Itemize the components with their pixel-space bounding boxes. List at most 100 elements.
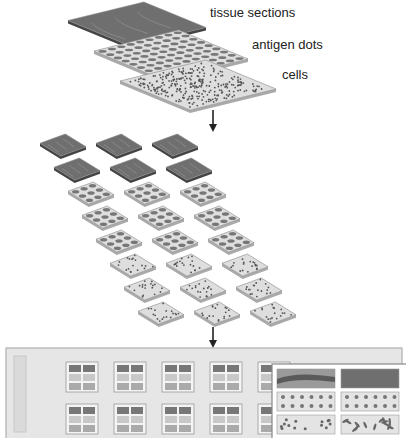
antigen-dot	[103, 208, 110, 211]
antigen-dot	[159, 192, 166, 195]
cell	[166, 74, 168, 76]
antigen-dot	[184, 55, 192, 58]
tissue-fold	[112, 142, 123, 150]
antigen-dot	[198, 199, 205, 202]
cell	[208, 315, 210, 317]
cell	[219, 89, 221, 91]
cell	[273, 307, 275, 309]
cell	[170, 317, 172, 319]
cell	[270, 321, 272, 323]
cell	[280, 309, 282, 311]
cells-slab	[124, 278, 170, 300]
cell	[233, 84, 235, 86]
antigen-dot	[193, 52, 201, 55]
spot-cell	[165, 374, 177, 381]
cell	[237, 79, 239, 81]
tissue-fold	[133, 163, 144, 171]
antigen-dot	[173, 232, 180, 235]
inset-frame	[272, 364, 406, 438]
antigen-dot	[115, 239, 122, 242]
antigen-dot	[156, 238, 163, 241]
cell	[217, 94, 219, 96]
cell	[200, 63, 202, 65]
spot-cell	[227, 365, 239, 372]
cell	[204, 91, 206, 93]
cell	[219, 71, 221, 73]
cell	[151, 85, 153, 87]
dots-slab	[138, 206, 184, 228]
cell	[165, 95, 167, 97]
array-spots	[66, 362, 290, 434]
antigen-dot	[205, 218, 212, 221]
spot-cell	[165, 407, 177, 414]
antigen-dot	[146, 64, 154, 67]
cell	[234, 87, 236, 89]
cell	[151, 281, 153, 283]
spot-cell	[227, 374, 239, 381]
antigen-dot	[89, 184, 96, 187]
cell	[181, 258, 183, 260]
cell	[247, 271, 249, 273]
antigen-dot	[199, 191, 206, 194]
cell	[182, 262, 184, 264]
cell	[190, 264, 192, 266]
cell	[252, 261, 254, 263]
cell	[238, 81, 240, 83]
antigen-dot	[171, 239, 178, 242]
antigen-dot	[222, 212, 229, 215]
antigen-dot	[144, 44, 152, 47]
cell	[143, 87, 145, 89]
cell	[221, 90, 223, 92]
cell	[167, 96, 169, 98]
cell	[202, 314, 204, 316]
cell	[229, 315, 231, 317]
antigen-dot	[197, 41, 205, 44]
tissue-slab	[40, 134, 86, 156]
antigen-dot	[164, 220, 171, 223]
cell	[198, 67, 200, 69]
cell	[166, 77, 168, 79]
cell	[197, 291, 199, 293]
cell	[161, 318, 163, 320]
cell	[145, 265, 147, 267]
cell	[192, 85, 194, 87]
cell	[161, 287, 163, 289]
antigen-dot	[156, 62, 164, 65]
cell	[185, 88, 187, 90]
cell	[132, 265, 134, 267]
dots-slab	[124, 182, 170, 204]
spot-cell	[117, 365, 129, 372]
cell	[206, 291, 208, 293]
spot-cell	[179, 374, 191, 381]
antigen-dot	[106, 53, 114, 56]
cell	[129, 286, 131, 288]
antigen-dot	[129, 63, 137, 66]
spot-cell	[69, 374, 81, 381]
tissue-fold	[174, 168, 185, 176]
antigen-dot	[107, 242, 114, 245]
cell	[161, 85, 163, 87]
cell	[191, 68, 193, 70]
cell	[213, 69, 215, 71]
inset-panel	[341, 392, 399, 411]
cell	[182, 72, 184, 74]
cell	[212, 315, 214, 317]
tissue-fold	[62, 168, 73, 176]
cell	[139, 285, 141, 287]
cell	[189, 96, 191, 98]
cell	[220, 85, 222, 87]
tissue-slab	[110, 158, 156, 180]
cell	[240, 78, 242, 80]
cell	[328, 419, 331, 422]
antigen-dot	[329, 395, 333, 399]
antigen-dot	[123, 54, 131, 57]
tissue-slab	[152, 134, 198, 156]
spot-cell	[213, 365, 225, 372]
cell	[178, 78, 180, 80]
antigen-dot	[215, 208, 222, 211]
tissue-slab	[96, 134, 142, 156]
cell	[198, 96, 200, 98]
cell	[233, 95, 235, 97]
cell	[194, 65, 196, 67]
cell	[196, 95, 198, 97]
